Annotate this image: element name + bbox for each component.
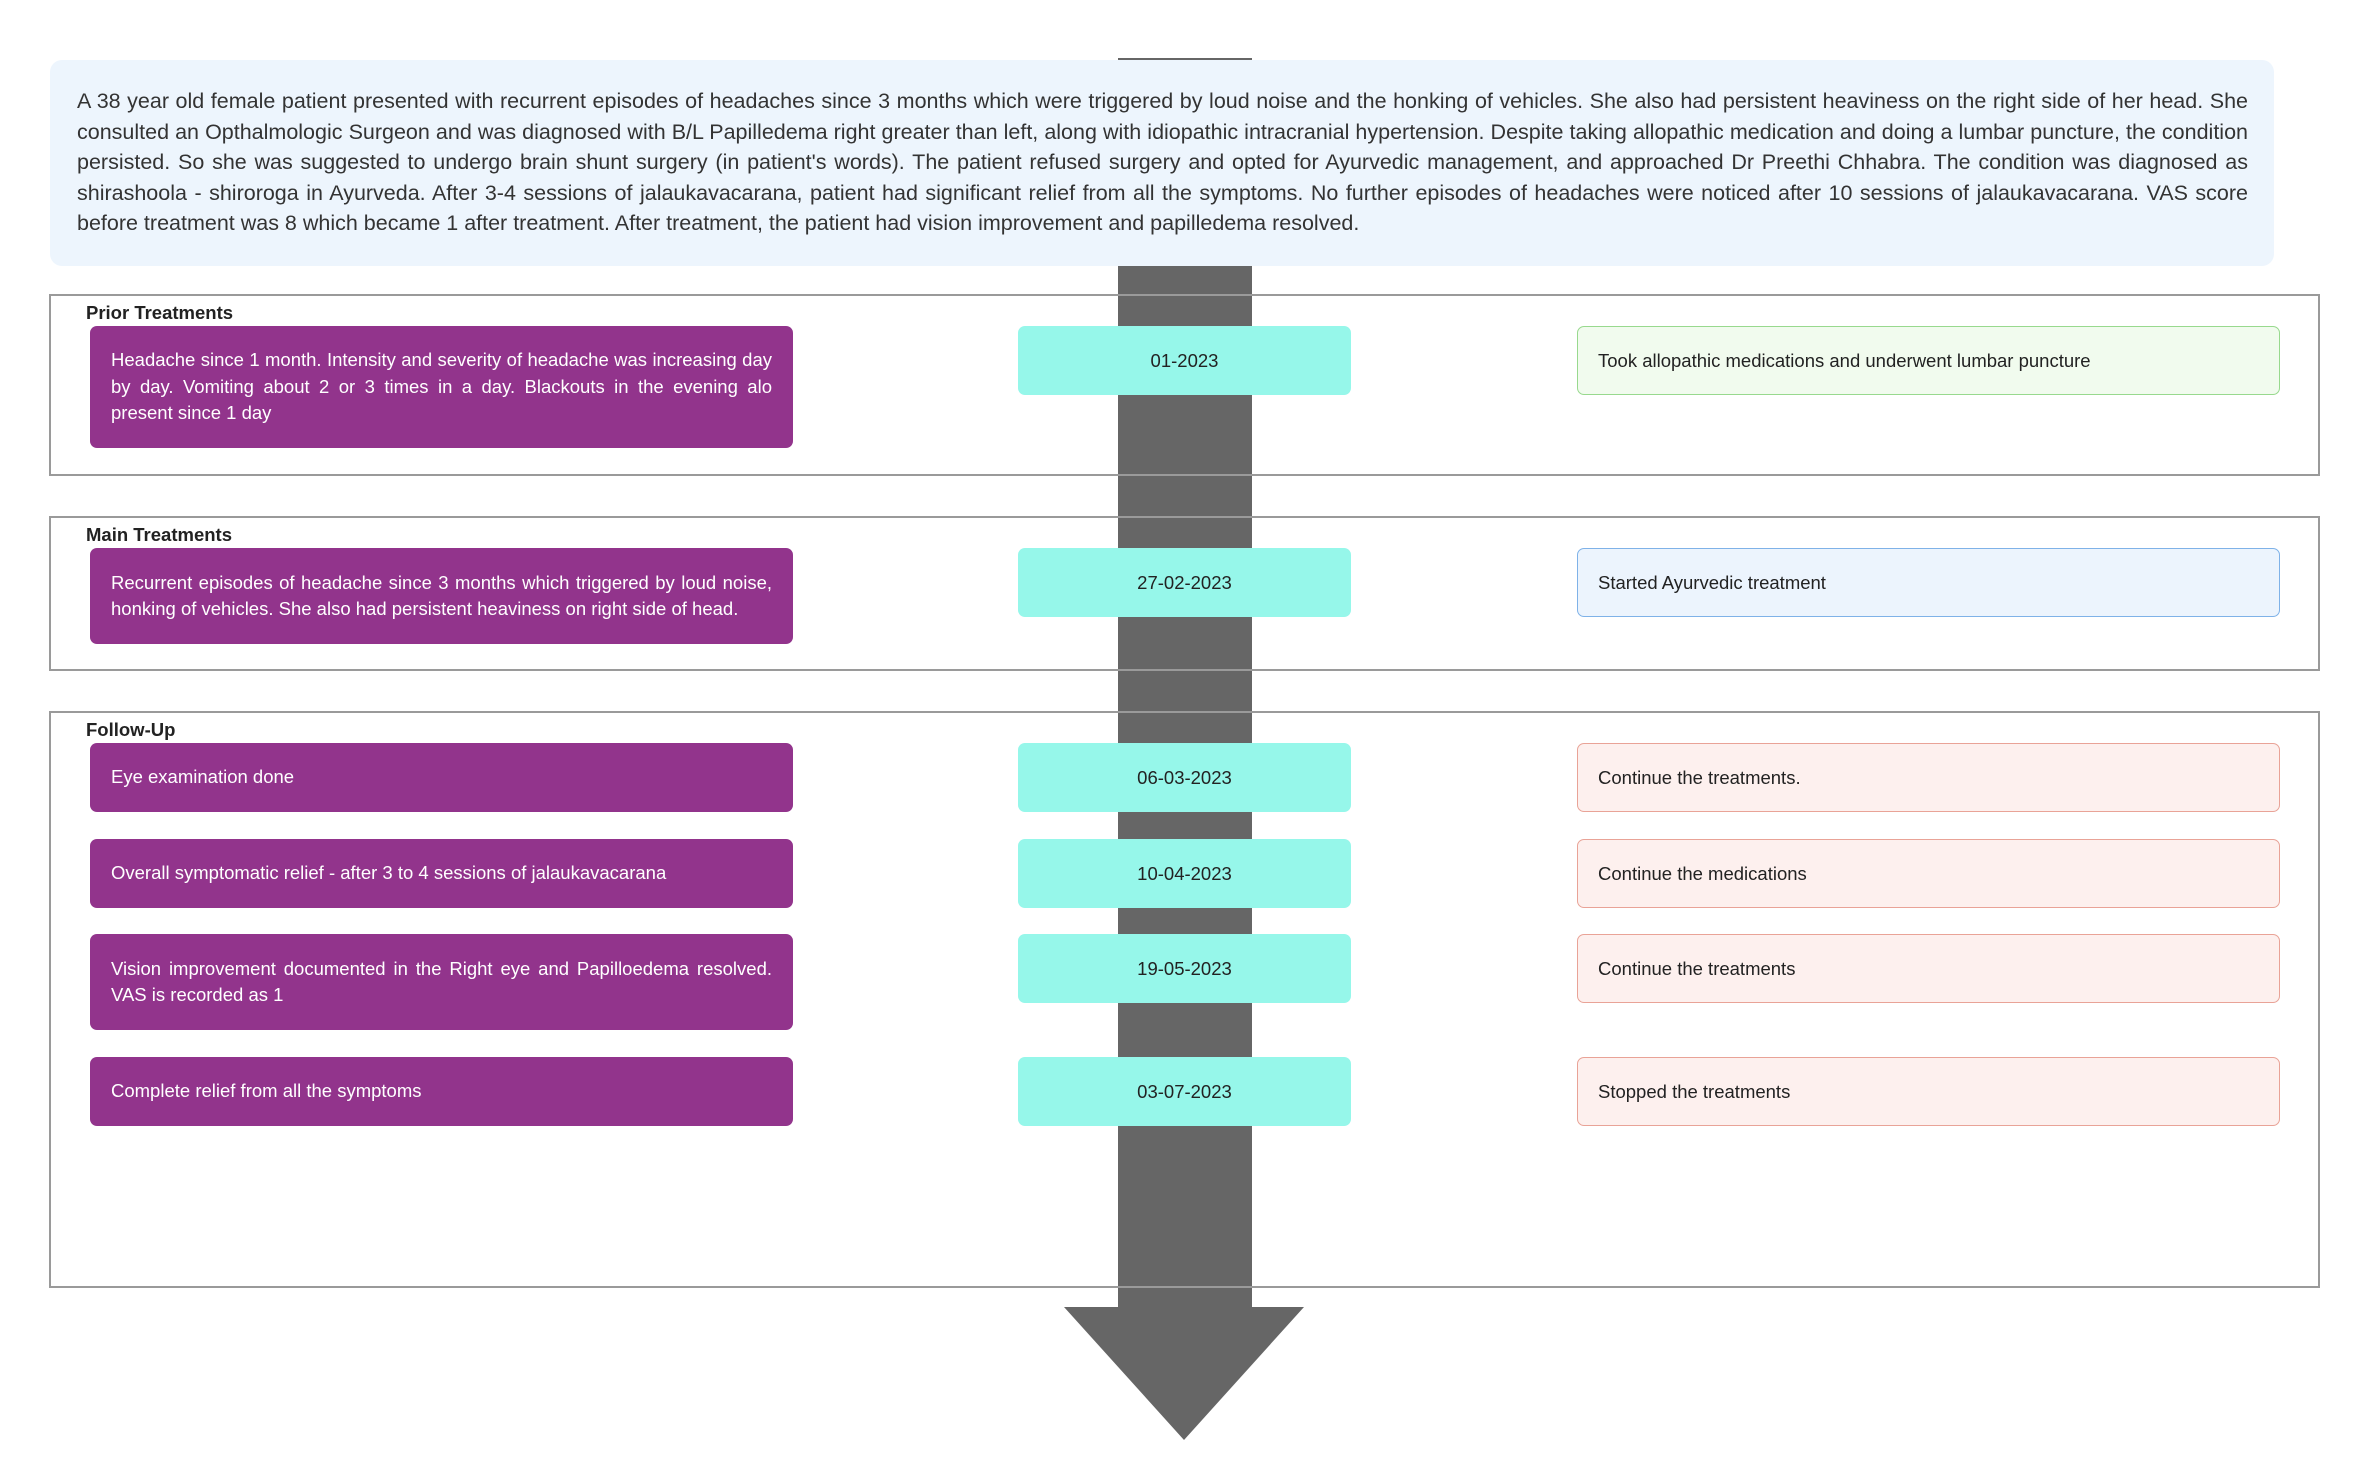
followup-action-1: Continue the treatments. bbox=[1577, 743, 2280, 812]
section-label-main: Main Treatments bbox=[86, 524, 232, 545]
timeline-arrow-head bbox=[1064, 1307, 1304, 1440]
followup-event-4: Complete relief from all the symptoms bbox=[90, 1057, 793, 1126]
main-date-1: 27-02-2023 bbox=[1018, 548, 1351, 617]
section-follow-up: Follow-Up bbox=[49, 711, 2320, 1288]
section-label-prior: Prior Treatments bbox=[86, 302, 234, 323]
prior-event-1: Headache since 1 month. Intensity and se… bbox=[90, 326, 793, 448]
main-action-1: Started Ayurvedic treatment bbox=[1577, 548, 2280, 617]
case-summary: A 38 year old female patient presented w… bbox=[50, 60, 2274, 266]
followup-date-1: 06-03-2023 bbox=[1018, 743, 1351, 812]
section-prior-treatments: Prior Treatments bbox=[49, 294, 2320, 476]
followup-date-3: 19-05-2023 bbox=[1018, 934, 1351, 1003]
followup-date-2: 10-04-2023 bbox=[1018, 839, 1351, 908]
followup-date-4: 03-07-2023 bbox=[1018, 1057, 1351, 1126]
main-event-1: Recurrent episodes of headache since 3 m… bbox=[90, 548, 793, 644]
prior-date-1: 01-2023 bbox=[1018, 326, 1351, 395]
followup-event-2: Overall symptomatic relief - after 3 to … bbox=[90, 839, 793, 908]
followup-action-3: Continue the treatments bbox=[1577, 934, 2280, 1003]
followup-action-4: Stopped the treatments bbox=[1577, 1057, 2280, 1126]
followup-event-3: Vision improvement documented in the Rig… bbox=[90, 934, 793, 1030]
section-label-followup: Follow-Up bbox=[86, 719, 176, 740]
section-main-treatments: Main Treatments bbox=[49, 516, 2320, 671]
prior-action-1: Took allopathic medications and underwen… bbox=[1577, 326, 2280, 395]
followup-event-1: Eye examination done bbox=[90, 743, 793, 812]
followup-action-2: Continue the medications bbox=[1577, 839, 2280, 908]
